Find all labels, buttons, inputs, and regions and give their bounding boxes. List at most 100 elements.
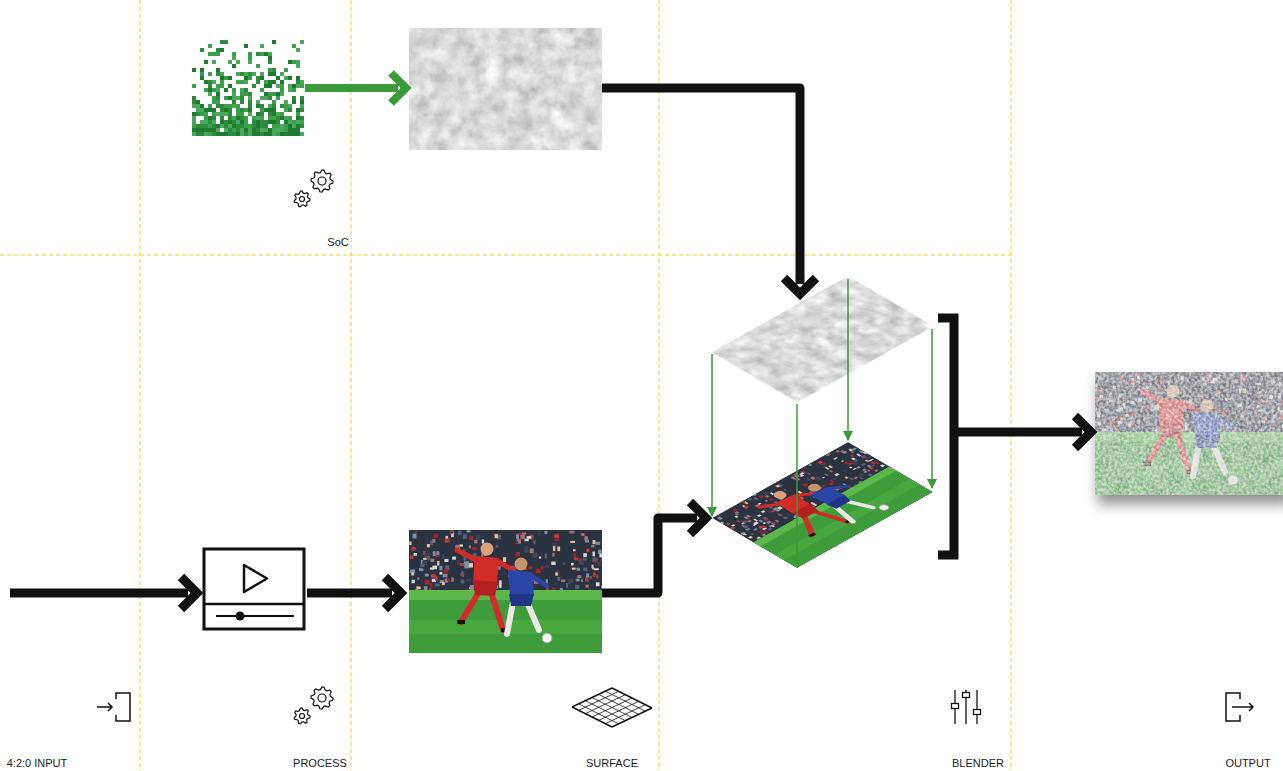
noise-pixel xyxy=(300,100,304,104)
noise-pixel xyxy=(208,44,212,48)
noise-pixel xyxy=(268,128,272,132)
noise-pixel xyxy=(300,80,304,84)
noise-pixel xyxy=(200,132,204,136)
noise-pixel xyxy=(244,116,248,120)
noise-pixel xyxy=(284,104,288,108)
noise-pixel xyxy=(288,60,292,64)
noise-pixel xyxy=(252,132,256,136)
flow-arrow xyxy=(305,84,398,92)
noise-pixel xyxy=(280,72,284,76)
noise-pixel xyxy=(232,124,236,128)
noise-pixel xyxy=(260,116,264,120)
noise-pixel xyxy=(260,88,264,92)
noise-pixel xyxy=(260,108,264,112)
noise-pixel xyxy=(280,112,284,116)
noise-pixel xyxy=(236,112,240,116)
noise-pixel xyxy=(192,112,196,116)
noise-pixel xyxy=(292,96,296,100)
blend-bracket xyxy=(938,318,954,555)
noise-pixel xyxy=(292,128,296,132)
noise-pixel xyxy=(256,100,260,104)
grain-layer xyxy=(712,276,933,402)
noise-pixel xyxy=(244,128,248,132)
noise-pixel xyxy=(256,132,260,136)
noise-pixel xyxy=(248,60,252,64)
noise-pixel xyxy=(248,56,252,60)
noise-pixel xyxy=(292,60,296,64)
surface-mesh-icon xyxy=(572,688,652,727)
noise-pixel xyxy=(216,100,220,104)
noise-pixel xyxy=(280,132,284,136)
noise-pixel xyxy=(204,112,208,116)
noise-pixel xyxy=(268,60,272,64)
noise-pixel xyxy=(272,68,276,72)
noise-pixel xyxy=(288,124,292,128)
noise-pixel xyxy=(208,128,212,132)
noise-pixel xyxy=(228,84,232,88)
noise-pixel xyxy=(212,128,216,132)
noise-pixel xyxy=(200,48,204,52)
noise-pixel xyxy=(280,92,284,96)
noise-pixel xyxy=(220,120,224,124)
noise-pixel xyxy=(216,84,220,88)
slider-knob xyxy=(974,710,981,715)
noise-pixel xyxy=(212,100,216,104)
noise-pixel xyxy=(248,104,252,108)
noise-pixel xyxy=(276,84,280,88)
noise-pixel xyxy=(256,128,260,132)
output-arrow xyxy=(1232,703,1253,711)
noise-pixel xyxy=(216,92,220,96)
noise-pixel xyxy=(228,120,232,124)
noise-pixel xyxy=(216,112,220,116)
noise-pixel xyxy=(212,96,216,100)
noise-pixel xyxy=(268,104,272,108)
column-divider xyxy=(659,0,660,771)
video-player-icon xyxy=(204,549,304,629)
player-divider xyxy=(204,603,304,606)
column-label: OUTPUT xyxy=(1223,757,1272,770)
noise-pixel xyxy=(236,104,240,108)
noise-pixel xyxy=(220,132,224,136)
noise-pixel xyxy=(300,104,304,108)
noise-pixel xyxy=(292,44,296,48)
noise-pixel xyxy=(240,108,244,112)
noise-pixel xyxy=(208,108,212,112)
noise-pixel xyxy=(244,80,248,84)
output-grain xyxy=(1095,372,1283,495)
noise-pixel xyxy=(216,128,220,132)
noise-pixel xyxy=(284,120,288,124)
gear xyxy=(311,170,333,192)
noise-pixel xyxy=(252,116,256,120)
flow-arrow xyxy=(307,589,392,598)
noise-pixel xyxy=(240,72,244,76)
input-icon xyxy=(97,693,130,721)
slider-knob xyxy=(963,693,970,698)
noise-pixel xyxy=(212,88,216,92)
noise-pixel xyxy=(272,40,276,44)
noise-pixel xyxy=(300,40,304,44)
noise-pixel xyxy=(284,68,288,72)
noise-pixel xyxy=(268,132,272,136)
noise-pixel xyxy=(248,112,252,116)
noise-pixel xyxy=(256,52,260,56)
noise-pixel xyxy=(244,124,248,128)
noise-pixel xyxy=(276,76,280,80)
noise-pixel xyxy=(200,120,204,124)
noise-pixel xyxy=(284,128,288,132)
noise-pixel xyxy=(224,76,228,80)
noise-pixel xyxy=(216,96,220,100)
noise-pixel xyxy=(272,132,276,136)
noise-pixel xyxy=(272,92,276,96)
noise-pixel xyxy=(264,132,268,136)
noise-pixel xyxy=(268,96,272,100)
noise-pixel xyxy=(252,124,256,128)
noise-pixel xyxy=(300,108,304,112)
noise-pixel xyxy=(224,108,228,112)
arrow-head xyxy=(784,278,816,294)
noise-pixel xyxy=(232,100,236,104)
noise-pixel xyxy=(284,132,288,136)
noise-pixel xyxy=(216,104,220,108)
noise-pixel xyxy=(292,124,296,128)
noise-pixel xyxy=(208,80,212,84)
guide-lines xyxy=(0,0,1011,771)
